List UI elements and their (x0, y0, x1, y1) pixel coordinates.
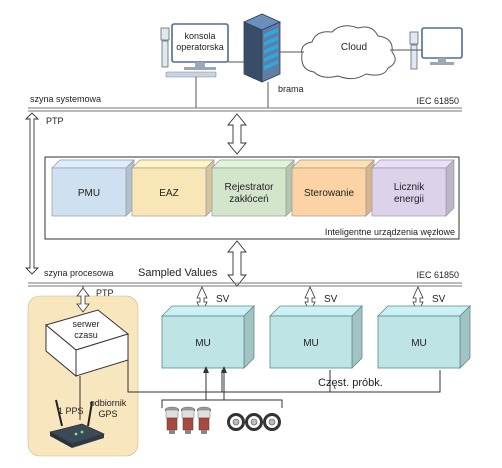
merging-units: SV MU SV MU SV MU (161, 286, 471, 369)
ied-device-label: Sterowanie (304, 188, 354, 199)
cloud-shape: Cloud (301, 25, 396, 80)
time-server-ptp-arrow (76, 287, 90, 313)
station-bus-label: szyna systemowa (30, 94, 101, 104)
sampling-bus (127, 360, 441, 393)
voltage-transformer-icon (180, 406, 196, 434)
ied-device-1: PMU (51, 159, 135, 217)
sampling-label: Częst. próbk. (318, 377, 383, 389)
top-connectors (195, 49, 422, 108)
sensor-bracket (161, 366, 283, 408)
station-ptp-label: PTP (46, 116, 64, 126)
merging-unit-label: MU (195, 338, 211, 349)
gateway-server: brama (243, 13, 304, 94)
ied-device-2: EAZ (131, 159, 215, 217)
pps-label: 1 PPS (58, 406, 84, 416)
ied-group-title: Inteligentne urządzenia węzłowe (325, 227, 455, 237)
merging-unit-label: MU (303, 338, 319, 349)
sv-label: SV (216, 294, 230, 305)
sv-label: SV (324, 294, 338, 305)
cloud-label: Cloud (341, 42, 367, 53)
process-bus-standard: IEC 61850 (416, 270, 459, 280)
gps-receiver (49, 399, 105, 448)
remote-workstation (409, 27, 463, 70)
merging-unit-1: SV MU (161, 286, 255, 369)
ied-group: Inteligentne urządzenia węzłowe PMU EAZ Re… (44, 156, 460, 240)
sampled-values-label: Sampled Values (138, 267, 218, 279)
station-bus: szyna systemowa IEC 61850 (28, 94, 462, 112)
ied-device-4: Sterowanie (291, 159, 375, 217)
merging-unit-2: SV MU (269, 286, 363, 369)
sv-label: SV (432, 294, 446, 305)
station-bus-standard: IEC 61850 (416, 96, 459, 106)
voltage-transformer-icon (196, 406, 212, 434)
instrument-transformers (164, 406, 281, 434)
ied-device-label: PMU (78, 188, 100, 199)
current-transformer-icon (263, 413, 281, 431)
ied-device-label: EAZ (159, 188, 178, 199)
ied-to-process-arrow (227, 240, 247, 287)
ptp-long-arrow: PTP (24, 112, 64, 275)
voltage-transformer-icon (164, 406, 180, 434)
process-bus-label: szyna procesowa (44, 268, 114, 278)
merging-unit-label: MU (411, 338, 427, 349)
current-transformer-icon (245, 413, 263, 431)
station-to-ied-arrow (227, 113, 247, 155)
gateway-label: brama (278, 84, 304, 94)
time-server-ptp-label: PTP (96, 288, 114, 298)
merging-unit-3: SV MU (377, 286, 471, 369)
current-transformer-icon (227, 413, 245, 431)
process-bus: szyna procesowa Sampled Values IEC 61850 (28, 240, 462, 287)
